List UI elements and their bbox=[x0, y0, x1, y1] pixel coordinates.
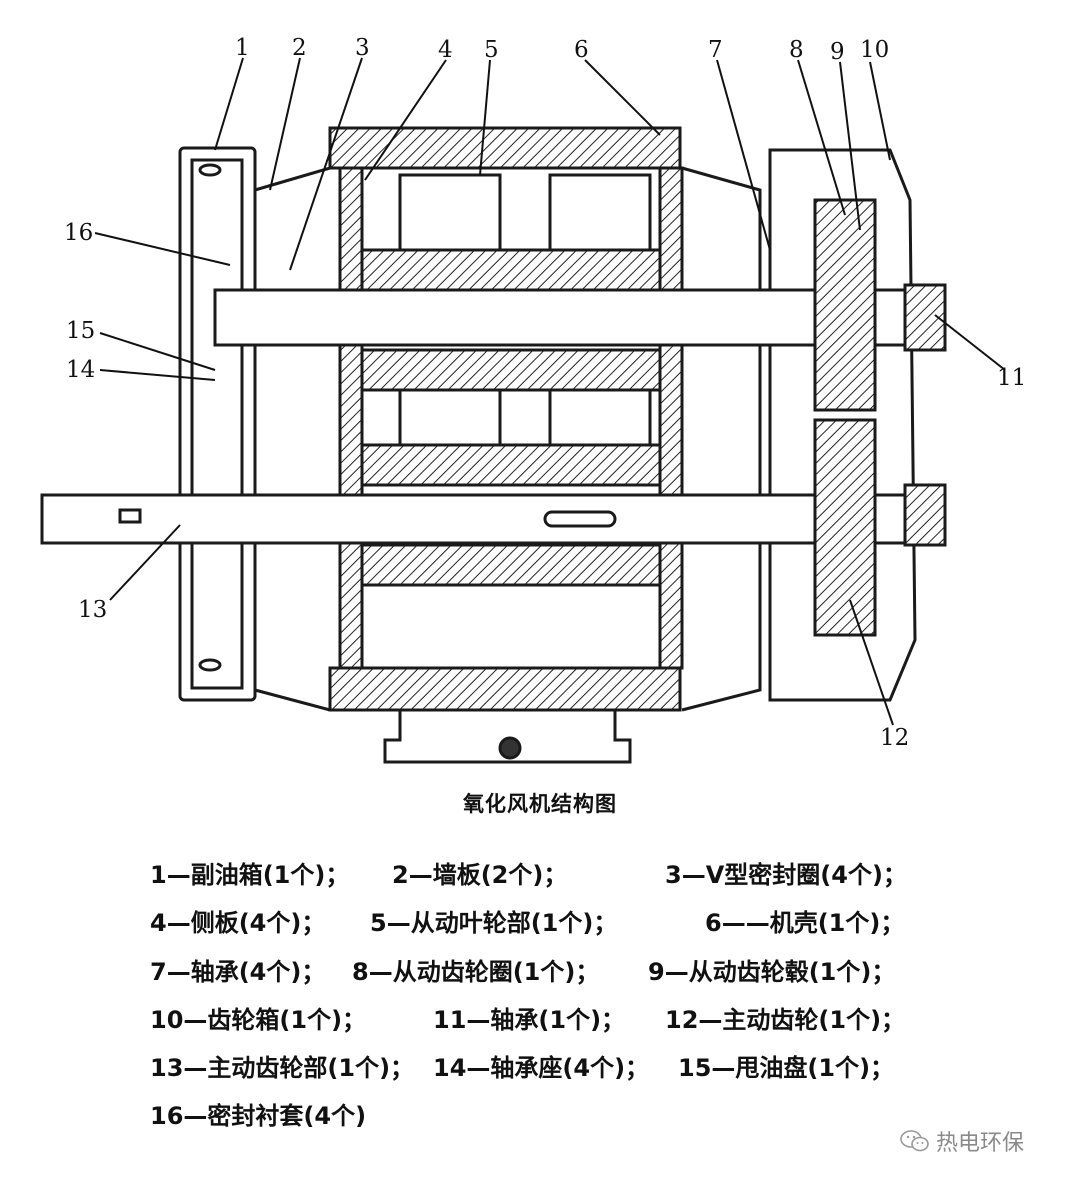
label-1: 1 bbox=[235, 35, 250, 61]
legend-item: 3—V型密封圈(4个)； bbox=[665, 861, 907, 889]
legend-item: 10—齿轮箱(1个)； bbox=[150, 1006, 367, 1034]
blower-structure-diagram: 1 2 3 4 5 6 7 8 9 10 11 12 13 14 15 16 bbox=[40, 35, 1026, 764]
legend-row: 1—副油箱(1个)； 2—墙板(2个)； 3—V型密封圈(4个)； bbox=[150, 855, 950, 899]
label-3: 3 bbox=[355, 35, 370, 61]
legend-row: 10—齿轮箱(1个)； 11—轴承(1个)； 12—主动齿轮(1个)； bbox=[150, 1000, 950, 1044]
label-11: 11 bbox=[997, 365, 1026, 391]
label-15: 15 bbox=[66, 318, 95, 344]
label-16: 16 bbox=[64, 220, 93, 246]
label-6: 6 bbox=[574, 37, 589, 63]
right-housing bbox=[681, 166, 762, 712]
legend-item: 11—轴承(1个)； bbox=[433, 1006, 626, 1034]
legend-row: 4—侧板(4个)； 5—从动叶轮部(1个)； 6——机壳(1个)； bbox=[150, 903, 950, 947]
legend-item: 12—主动齿轮(1个)； bbox=[665, 1006, 906, 1034]
legend-item: 14—轴承座(4个)； bbox=[433, 1054, 650, 1082]
drive-gear bbox=[813, 418, 877, 637]
legend-item: 4—侧板(4个)； bbox=[150, 909, 326, 937]
drive-shaft bbox=[40, 493, 934, 545]
wall-plate bbox=[254, 166, 347, 712]
legend-row: 16—密封衬套(4个) bbox=[150, 1096, 950, 1140]
legend-item: 8—从动齿轮圈(1个)； bbox=[352, 958, 600, 986]
legend-item: 2—墙板(2个)； bbox=[392, 861, 568, 889]
casing-top bbox=[328, 126, 682, 170]
legend-item: 13—主动齿轮部(1个)； bbox=[150, 1054, 415, 1082]
label-9: 9 bbox=[830, 39, 845, 65]
driven-gear-ring bbox=[813, 198, 877, 412]
label-12: 12 bbox=[880, 725, 909, 751]
label-8: 8 bbox=[789, 37, 804, 63]
diagram-caption: 氧化风机结构图 bbox=[463, 792, 617, 816]
legend-row: 7—轴承(4个)； 8—从动齿轮圈(1个)； 9—从动齿轮毂(1个)； bbox=[150, 952, 950, 996]
legend-item: 5—从动叶轮部(1个)； bbox=[370, 909, 618, 937]
wechat-icon bbox=[900, 1130, 929, 1152]
legend-item: 15—甩油盘(1个)； bbox=[678, 1054, 895, 1082]
legend-item: 7—轴承(4个)； bbox=[150, 958, 326, 986]
label-4: 4 bbox=[438, 37, 453, 63]
gear-box bbox=[768, 148, 917, 702]
legend-item: 9—从动齿轮毂(1个)； bbox=[648, 958, 896, 986]
base bbox=[383, 710, 632, 764]
watermark-text: 热电环保 bbox=[936, 1131, 1025, 1156]
legend-item: 1—副油箱(1个)； bbox=[150, 861, 350, 889]
watermark: 热电环保 bbox=[900, 1125, 1024, 1157]
casing-bottom bbox=[328, 666, 682, 712]
label-14: 14 bbox=[66, 357, 95, 383]
legend-item: 16—密封衬套(4个) bbox=[150, 1102, 367, 1130]
label-10: 10 bbox=[860, 37, 889, 63]
label-2: 2 bbox=[292, 35, 307, 61]
label-5: 5 bbox=[484, 37, 499, 63]
driven-impeller bbox=[360, 248, 662, 292]
label-7: 7 bbox=[708, 37, 723, 63]
legend-row: 13—主动齿轮部(1个)； 14—轴承座(4个)； 15—甩油盘(1个)； bbox=[150, 1048, 950, 1092]
legend-item: 6——机壳(1个)； bbox=[705, 909, 905, 937]
aux-oil-box bbox=[178, 146, 257, 702]
label-13: 13 bbox=[78, 597, 107, 623]
